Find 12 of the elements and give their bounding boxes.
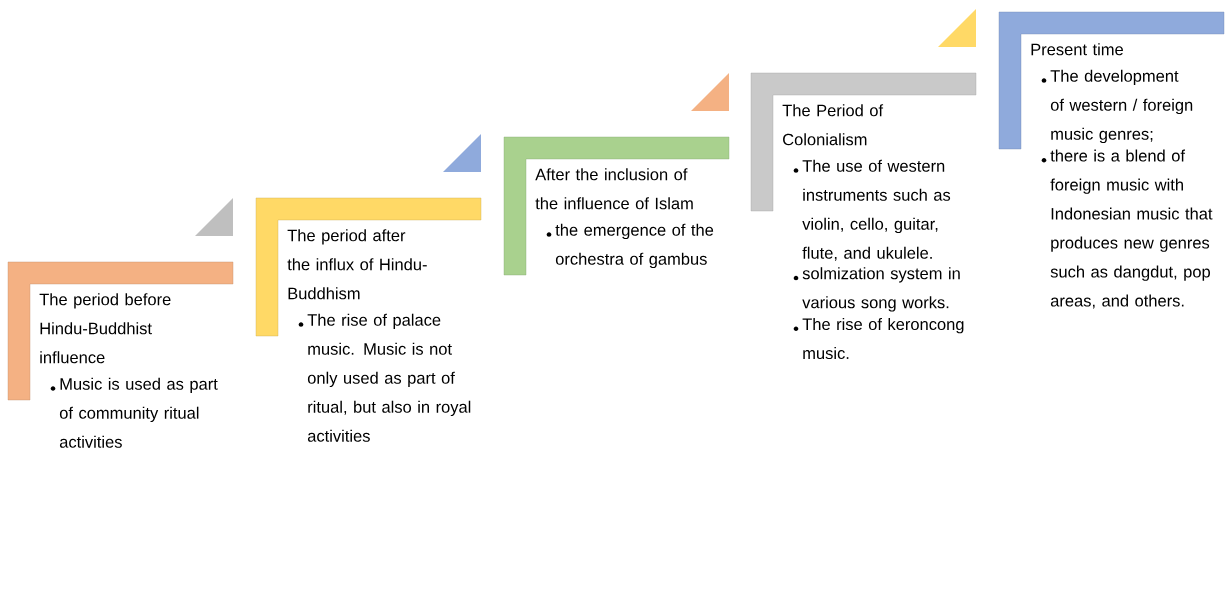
step-heading: The Period of Colonialism [782,104,884,146]
bullet-item: The use of western instruments such as violin, cello, guitar, flute, and ukulele. [802,159,951,261]
bullet-item: Music is used as part of community ritual activities [59,377,218,448]
step-heading: The period after the influx of Hindu-Buddhism [287,229,427,300]
bullet-item: solmization system in various song works. [802,267,960,312]
bullet-item: The rise of keroncong music. [802,317,964,360]
bullet-item: there is a blend of foreign music with Indonesian music that produces new genres such as dangdut, pop areas, and others. [1050,149,1213,309]
bullet-item: The rise of palace music. Music is not only used as part of ritual, but also in royal activities [307,313,471,442]
step-heading: Present time [1031,43,1123,56]
bullet-item: the emergence of the orchestra of gambus [555,223,714,269]
step-heading: The period before Hindu-Buddhist influence [39,293,171,364]
bullet-item: The development of western / foreign music genres; [1050,69,1193,144]
